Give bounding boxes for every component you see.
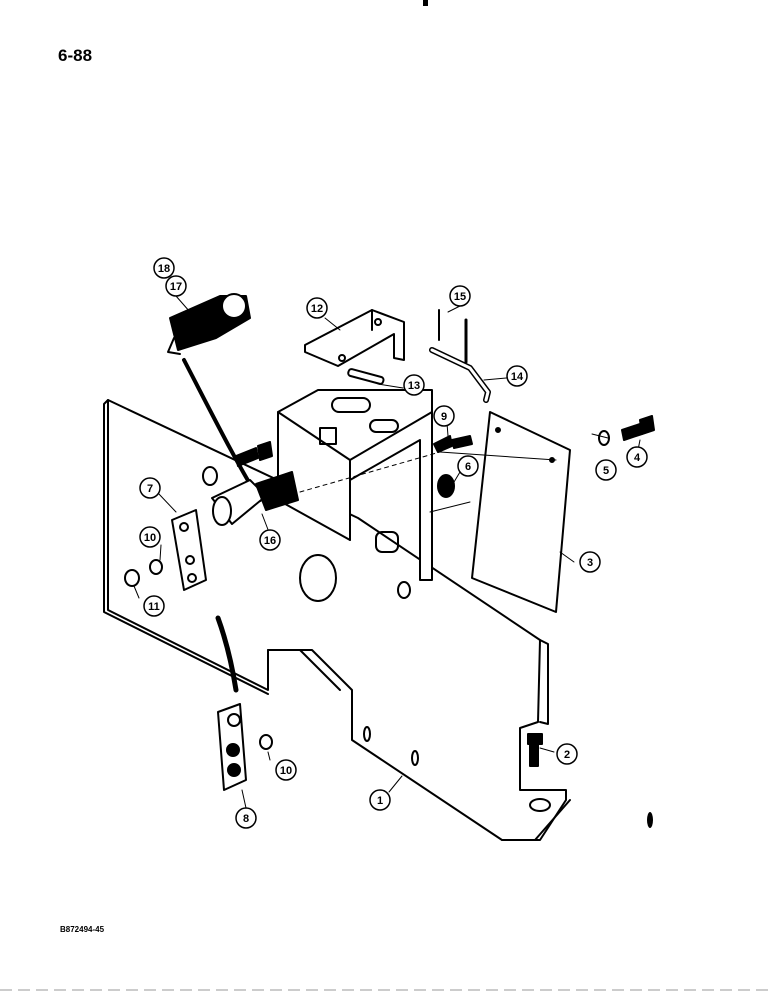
bolt-head — [257, 441, 273, 461]
bushing — [437, 474, 455, 498]
svg-text:8: 8 — [243, 813, 249, 825]
svg-text:10: 10 — [280, 765, 292, 777]
bolt — [235, 447, 259, 467]
plate-terminal — [227, 713, 241, 727]
bolt-head — [527, 733, 543, 745]
cover-plate — [471, 411, 571, 613]
wire-harness-lower — [215, 615, 239, 693]
callout-5: 5 — [595, 459, 617, 481]
callout-9: 9 — [433, 405, 455, 427]
alignment-line — [439, 451, 557, 461]
svg-text:4: 4 — [634, 452, 641, 464]
nut — [124, 569, 140, 587]
bolt-head — [639, 415, 655, 435]
svg-text:10: 10 — [144, 532, 156, 544]
callout-3: 3 — [579, 551, 601, 573]
callout-7: 7 — [139, 477, 161, 499]
connector — [167, 293, 251, 355]
callout-6: 6 — [457, 455, 479, 477]
callout-11: 11 — [143, 595, 165, 617]
page-number: 6-88 — [58, 46, 93, 65]
plate-hole — [179, 522, 189, 532]
bolt-head — [451, 435, 473, 449]
figure-code: B872494-45 — [60, 925, 105, 934]
svg-text:17: 17 — [170, 281, 182, 293]
svg-text:7: 7 — [147, 483, 153, 495]
bolt — [529, 741, 539, 767]
svg-text:6: 6 — [465, 461, 471, 473]
callout-8: 8 — [235, 807, 257, 829]
rod-outline — [429, 347, 491, 403]
svg-text:2: 2 — [564, 749, 570, 761]
callout-18: 18 — [153, 257, 175, 279]
svg-text:9: 9 — [441, 411, 447, 423]
switch — [211, 471, 299, 526]
plate-terminal — [226, 743, 240, 757]
washer — [598, 430, 610, 446]
svg-text:12: 12 — [311, 303, 323, 315]
svg-text:13: 13 — [408, 380, 420, 392]
svg-text:5: 5 — [603, 465, 609, 477]
svg-text:11: 11 — [148, 601, 160, 613]
callout-4: 4 — [626, 446, 648, 468]
svg-text:15: 15 — [454, 291, 466, 303]
lockwasher — [259, 734, 273, 750]
callout-leaders — [133, 295, 641, 809]
plate-terminal — [227, 763, 241, 777]
svg-text:1: 1 — [377, 795, 383, 807]
lockwasher — [149, 559, 163, 575]
callout-10: 10 — [139, 526, 161, 548]
callout-13: 13 — [403, 374, 425, 396]
stray-mark — [647, 812, 653, 828]
callout-12: 12 — [306, 297, 328, 319]
callout-1: 1 — [369, 789, 391, 811]
cover-hole — [495, 427, 501, 433]
upper-bracket — [304, 309, 405, 367]
callout-2: 2 — [556, 743, 578, 765]
bolt — [621, 423, 643, 441]
alignment-line — [429, 501, 471, 513]
callout-10: 10 — [275, 759, 297, 781]
rod-fill — [430, 348, 490, 402]
svg-text:18: 18 — [158, 263, 170, 275]
switch-bracket — [277, 389, 433, 581]
edge-mark — [423, 0, 428, 6]
pin — [347, 368, 385, 385]
callout-15: 15 — [449, 285, 471, 307]
plate-hole — [187, 573, 197, 583]
callout-16: 16 — [259, 529, 281, 551]
callout-14: 14 — [506, 365, 528, 387]
plate-hole — [185, 555, 195, 565]
svg-text:14: 14 — [511, 371, 524, 383]
bolt — [433, 435, 453, 453]
callout-17: 17 — [165, 275, 187, 297]
svg-text:3: 3 — [587, 557, 593, 569]
alignment-line — [299, 451, 441, 493]
svg-text:16: 16 — [264, 535, 276, 547]
